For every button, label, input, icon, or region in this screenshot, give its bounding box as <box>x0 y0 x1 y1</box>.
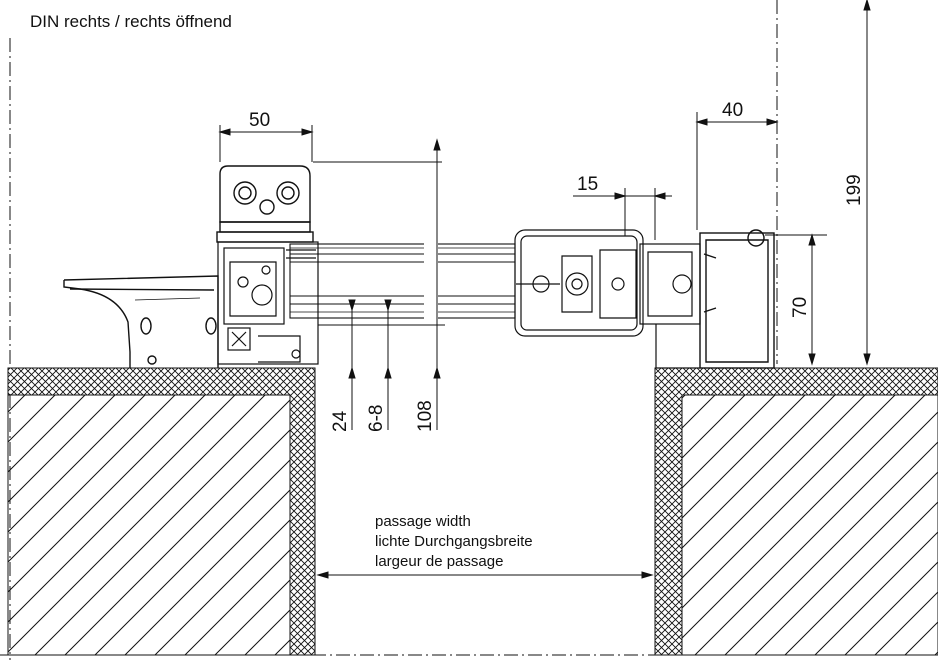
dim-15: 15 <box>577 174 598 195</box>
wall-channel <box>699 229 775 369</box>
dim-199: 199 <box>844 174 865 206</box>
left-wall <box>7 367 316 656</box>
mounting-bracket <box>63 275 219 368</box>
glazing-panel <box>289 230 516 340</box>
dim-70: 70 <box>790 297 811 318</box>
side-profile <box>639 243 701 369</box>
sash-profile <box>514 229 644 337</box>
dimension-lines <box>218 0 871 579</box>
dim-50: 50 <box>249 110 270 131</box>
right-wall <box>654 367 938 656</box>
drawing-title: DIN rechts / rechts öffnend <box>30 12 232 31</box>
top-clamp <box>216 165 314 243</box>
dim-24: 24 <box>330 410 351 432</box>
passage-label-en: passage width <box>375 513 471 530</box>
dim-40: 40 <box>722 100 743 121</box>
passage-label-de: lichte Durchgangsbreite <box>375 533 533 550</box>
passage-label-fr: largeur de passage <box>375 553 503 570</box>
dim-108: 108 <box>415 400 436 432</box>
left-frame-profile <box>217 241 319 365</box>
dim-6-8: 6-8 <box>366 405 387 432</box>
